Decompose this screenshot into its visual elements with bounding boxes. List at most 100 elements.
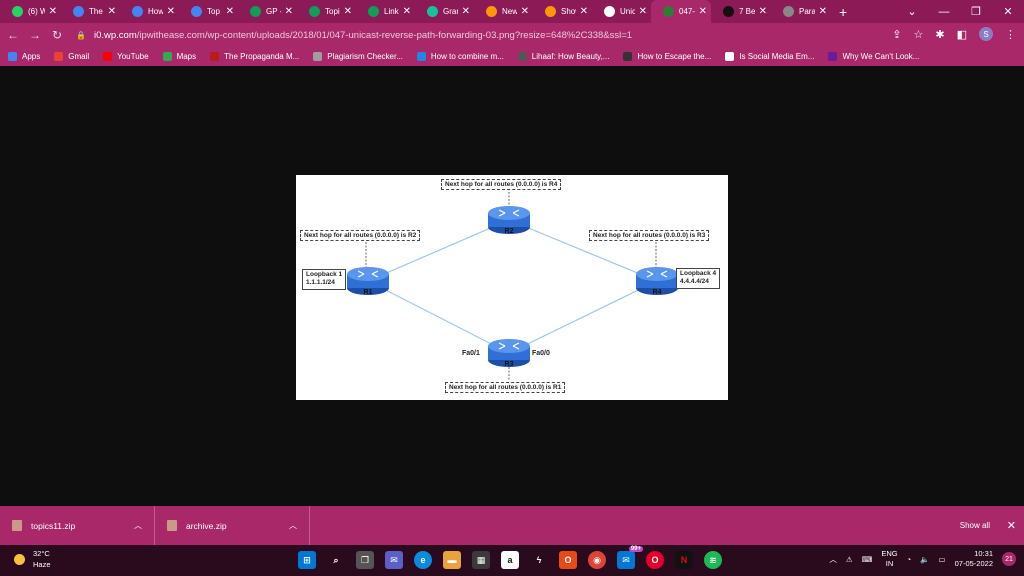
tab[interactable]: GP -✕ [238,0,297,23]
tab[interactable]: Top✕ [179,0,238,23]
tab[interactable]: Gran✕ [415,0,474,23]
tab-close-icon[interactable]: ✕ [638,6,647,17]
tab[interactable]: 047-✕ [651,0,711,23]
reload-icon[interactable]: ↻ [51,28,63,42]
volume-icon[interactable]: 🔈 [920,554,930,564]
chrome-icon[interactable]: ◉ [588,551,606,569]
chat-icon[interactable]: ✉ [385,551,403,569]
bookmark-item[interactable]: Maps [162,52,196,61]
task-view-icon[interactable]: ❐ [356,551,374,569]
tab-close-icon[interactable]: ✕ [166,6,175,17]
youtube-icon [103,52,113,61]
bookmark-item[interactable]: Apps [8,52,40,61]
url-input[interactable]: 🔒 i0.wp.com/ipwithease.com/wp-content/up… [76,26,921,44]
download-item[interactable]: topics11.zip ︿ [0,506,155,545]
ipwithease-icon [663,6,674,17]
router-r3-icon [488,339,530,367]
notification-badge[interactable]: 21 [1002,552,1016,567]
new-tab-button[interactable]: + [839,3,848,20]
bookmark-label: Gmail [68,52,90,61]
chevron-down-icon[interactable]: ⌄ [907,6,917,18]
system-tray: ︿ ⚠ ⌨ ENG IN ◔ 🔈 ▭ 10:31 07-05-2022 21 [829,549,1016,569]
tab-close-icon[interactable]: ✕ [758,6,767,17]
lightning-icon[interactable]: ϟ [536,555,542,565]
tab[interactable]: Show✕ [533,0,592,23]
tab[interactable]: Unic✕ [592,0,651,23]
tab-title: Unic [620,7,635,16]
chevron-up-icon[interactable]: ︿ [289,521,297,530]
tab[interactable]: The✕ [61,0,120,23]
bookmark-item[interactable]: YouTube [103,52,149,61]
restore-icon[interactable]: ❐ [971,6,981,18]
edge-icon[interactable]: e [414,551,432,569]
extensions-icon[interactable]: ✱ [935,28,945,41]
forward-icon[interactable]: → [29,28,41,42]
menu-icon[interactable]: ⋮ [1005,28,1016,41]
chevron-up-icon[interactable]: ︿ [829,554,837,564]
back-icon[interactable]: ← [7,28,19,42]
spotify-icon[interactable]: ≋ [704,551,722,569]
tab-title: Link [384,7,399,16]
profile-avatar[interactable]: S [979,27,993,41]
tab-close-icon[interactable]: ✕ [343,6,352,17]
wifi-icon[interactable]: ◔ [906,554,912,564]
bookmark-item[interactable]: Plagiarism Checker... [313,52,403,61]
region-code: IN [885,559,894,569]
language-indicator[interactable]: ENG IN [881,549,897,569]
show-all-button[interactable]: Show all [959,521,990,530]
tab-close-icon[interactable]: ✕ [402,6,411,17]
file-explorer-icon[interactable]: ▬ [443,551,461,569]
tab-title: How [148,7,163,16]
bookmark-item[interactable]: Is Social Media Em... [725,52,814,61]
ime-icon[interactable]: ⌨ [861,554,873,564]
bookmark-item[interactable]: Gmail [54,52,89,61]
sst-icon [313,52,323,61]
opera-icon[interactable]: O [646,551,664,569]
bookmark-icon [517,52,527,61]
clock[interactable]: 10:31 07-05-2022 [955,549,993,569]
bookmark-item[interactable]: How to Escape the... [623,52,711,61]
battery-icon[interactable]: ▭ [938,554,946,564]
page-content: R2 R1 R4 R3 Next hop for all routes (0.0… [0,66,1024,506]
download-item[interactable]: archive.zip ︿ [155,506,310,545]
chevron-up-icon[interactable]: ︿ [134,521,142,530]
office-icon[interactable]: O [559,551,577,569]
mail-icon[interactable]: ✉99+ [617,546,643,569]
tab[interactable]: New✕ [474,0,533,23]
tab-close-icon[interactable]: ✕ [579,6,588,17]
windows-start-icon[interactable]: ⊞ [298,551,316,569]
weather-widget[interactable]: 32°C Haze [14,549,51,570]
bookmark-item[interactable]: How to combine m... [416,52,504,61]
close-icon[interactable]: ✕ [1006,520,1016,532]
loopback-1-addr: 1.1.1.1/24 [306,279,335,287]
search-icon[interactable]: ⌕ [333,554,339,565]
tab-close-icon[interactable]: ✕ [520,6,529,17]
bookmark-item[interactable]: Why We Can't Look... [828,52,919,61]
tab[interactable]: 7 Be✕ [711,0,771,23]
tab-close-icon[interactable]: ✕ [818,6,827,17]
tab-close-icon[interactable]: ✕ [284,6,293,17]
tab-close-icon[interactable]: ✕ [107,6,116,17]
tab[interactable]: Link✕ [356,0,415,23]
minimize-icon[interactable]: — [938,5,950,18]
amazon-icon[interactable]: a [501,551,519,569]
tab[interactable]: (6) W✕ [0,0,61,23]
sidebar-icon[interactable]: ◧ [956,28,967,41]
close-icon[interactable]: ✕ [1003,6,1013,18]
bookmark-item[interactable]: The Propaganda M... [210,52,299,61]
share-icon[interactable]: ⇪ [892,28,902,41]
tab[interactable]: Para✕ [771,0,831,23]
netflix-icon[interactable]: N [675,551,693,569]
tab-close-icon[interactable]: ✕ [48,6,57,17]
bookmark-star-icon[interactable]: ☆ [913,28,924,41]
tab-close-icon[interactable]: ✕ [225,6,234,17]
store-icon[interactable]: ▦ [472,551,490,569]
network-warning-icon[interactable]: ⚠ [845,554,853,564]
tab[interactable]: Topi✕ [297,0,356,23]
address-bar: ← → ↻ 🔒 i0.wp.com/ipwithease.com/wp-cont… [0,23,1024,47]
tab-close-icon[interactable]: ✕ [461,6,470,17]
bookmark-item[interactable]: Lihaaf: How Beauty,... [517,52,609,61]
be-icon [723,6,734,17]
tab-close-icon[interactable]: ✕ [698,6,707,17]
tab[interactable]: How✕ [120,0,179,23]
